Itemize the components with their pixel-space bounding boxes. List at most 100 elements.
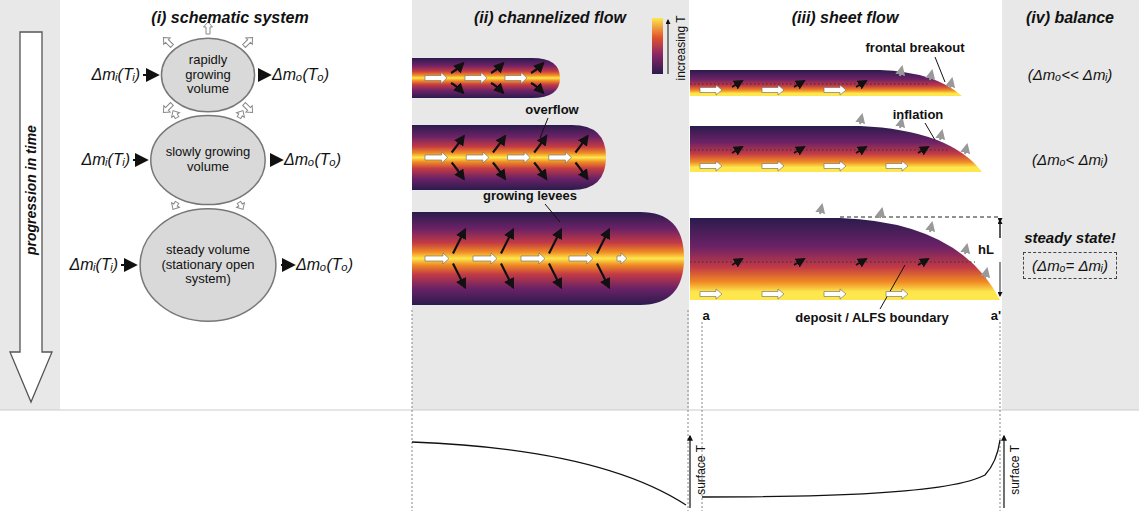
arrow bbox=[794, 259, 804, 265]
arrow bbox=[762, 85, 784, 95]
circle-outline bbox=[151, 115, 265, 204]
arrow bbox=[886, 161, 908, 171]
arrow bbox=[451, 63, 463, 73]
arrow bbox=[121, 264, 135, 266]
arrow bbox=[824, 85, 846, 95]
arrow bbox=[453, 230, 465, 254]
arrow bbox=[491, 83, 503, 93]
arrow bbox=[465, 73, 487, 84]
volume-circle: rapidly growing volume bbox=[160, 37, 256, 113]
arrow bbox=[940, 131, 942, 140]
input-label: Δmᵢ(Tᵢ) bbox=[92, 66, 140, 84]
steady-state-box: steady state!(Δmₒ= Δmᵢ) bbox=[1023, 252, 1117, 279]
output-label: Δmₒ(Tₒ) bbox=[296, 256, 353, 274]
arrow bbox=[930, 223, 932, 232]
arrow bbox=[762, 289, 784, 299]
column-header: (ii) channelized flow bbox=[474, 9, 626, 27]
arrow bbox=[549, 264, 561, 288]
arrow bbox=[493, 163, 505, 179]
arrow bbox=[700, 85, 722, 95]
arrow bbox=[856, 147, 866, 153]
arrow bbox=[452, 136, 464, 152]
callout: inflation bbox=[893, 108, 944, 123]
circle-outline bbox=[161, 38, 254, 112]
circle-text: steady volume (stationary open system) bbox=[158, 243, 259, 288]
arrow bbox=[762, 161, 784, 171]
arrow bbox=[425, 73, 447, 84]
circle-outline bbox=[140, 209, 276, 322]
arrow bbox=[473, 253, 497, 264]
arrow bbox=[597, 230, 609, 254]
arrow bbox=[491, 63, 503, 73]
time-arrow-label: progression in time bbox=[23, 125, 39, 255]
arrow bbox=[531, 63, 543, 73]
box-heading: steady state! bbox=[1024, 229, 1116, 246]
arrow bbox=[575, 163, 587, 179]
volume-circle: steady volume (stationary open system) bbox=[138, 207, 278, 323]
arrow bbox=[918, 147, 928, 153]
arrow bbox=[965, 145, 967, 154]
arrow bbox=[918, 259, 928, 265]
arrow bbox=[452, 163, 464, 179]
arrow bbox=[505, 73, 527, 84]
arrow bbox=[732, 81, 742, 87]
dimension-label: hL bbox=[978, 243, 994, 258]
arrow bbox=[508, 152, 531, 163]
arrow bbox=[886, 289, 908, 299]
arrow bbox=[700, 161, 722, 171]
arrow bbox=[617, 253, 627, 264]
column-header: (iii) sheet flow bbox=[792, 9, 899, 27]
arrow bbox=[597, 264, 609, 288]
arrow bbox=[143, 74, 157, 76]
arrow bbox=[534, 163, 546, 179]
arrow bbox=[501, 230, 513, 254]
arrow bbox=[732, 147, 742, 153]
arrow bbox=[169, 200, 181, 211]
arrow bbox=[880, 209, 882, 218]
output-label: Δmₒ(Tₒ) bbox=[272, 66, 329, 84]
arrow bbox=[501, 264, 513, 288]
arrow bbox=[569, 253, 593, 264]
arrow bbox=[531, 83, 543, 93]
arrow bbox=[235, 108, 247, 119]
column-header: (i) schematic system bbox=[151, 9, 308, 27]
arrow bbox=[856, 259, 866, 265]
callout: deposit / ALFS boundary bbox=[795, 311, 948, 326]
callout: growing levees bbox=[483, 189, 577, 204]
arrow bbox=[281, 264, 293, 266]
arrow bbox=[133, 159, 146, 161]
arrow bbox=[241, 34, 256, 49]
section-end: a' bbox=[991, 309, 1001, 324]
output-label: Δmₒ(Tₒ) bbox=[284, 151, 341, 169]
arrow bbox=[466, 152, 489, 163]
section-end: a bbox=[702, 309, 709, 324]
column-header: (iv) balance bbox=[1026, 9, 1114, 27]
arrow bbox=[493, 136, 505, 152]
box-text: (Δmₒ= Δmᵢ) bbox=[1032, 257, 1108, 274]
arrow bbox=[241, 34, 256, 49]
arrow bbox=[820, 205, 822, 214]
arrow bbox=[965, 245, 967, 254]
arrow bbox=[169, 108, 181, 119]
arrow bbox=[700, 289, 722, 299]
arrow bbox=[425, 253, 449, 264]
arrow bbox=[930, 71, 932, 80]
arrow bbox=[160, 34, 175, 49]
arrow bbox=[160, 34, 175, 49]
arrow bbox=[235, 200, 247, 211]
axis-label: surface T bbox=[1009, 445, 1023, 495]
arrow bbox=[549, 230, 561, 254]
arrow bbox=[169, 200, 181, 211]
arrow bbox=[860, 115, 862, 124]
arrow bbox=[985, 269, 987, 278]
arrow bbox=[900, 67, 902, 76]
arrow bbox=[235, 200, 247, 211]
input-label: Δmᵢ(Tᵢ) bbox=[82, 151, 130, 169]
arrow bbox=[732, 259, 742, 265]
arrow bbox=[425, 152, 448, 163]
arrow bbox=[259, 74, 269, 76]
arrow bbox=[534, 136, 546, 152]
arrow bbox=[270, 159, 281, 161]
colorbar-label: increasing T bbox=[675, 15, 689, 80]
arrow bbox=[794, 147, 804, 153]
